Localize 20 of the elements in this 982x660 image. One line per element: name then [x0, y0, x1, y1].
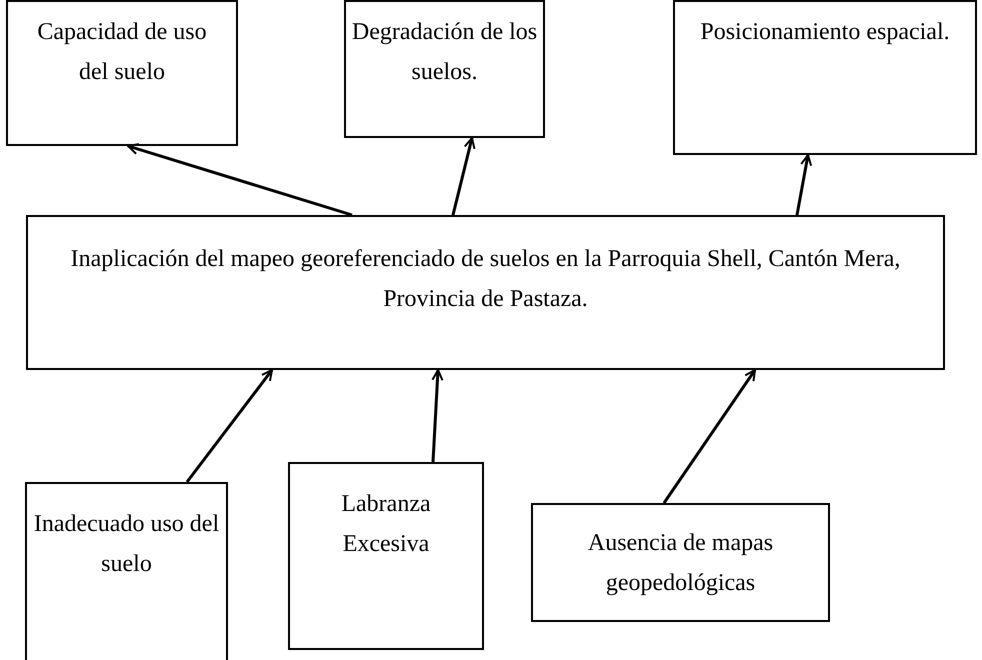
- box-label: Labranza Excesiva: [340, 490, 432, 559]
- text-box: [288, 462, 484, 650]
- box-label: Degradación de los suelos.: [350, 18, 538, 87]
- text-box: [673, 0, 977, 155]
- text-box: [6, 0, 238, 146]
- text-box: [344, 0, 545, 138]
- arrow: [452, 137, 476, 216]
- box-label: Inaplicación del mapeo georeferenciado de suelos en la Parroquia Shell, Cantón Mera, Provincia de Pastaza.: [70, 245, 902, 314]
- arrow: [186, 369, 274, 483]
- arrow: [431, 369, 444, 462]
- text-box: [531, 503, 830, 622]
- text-box: [25, 482, 228, 660]
- box-label: Inadecuado uso del suelo: [32, 510, 220, 579]
- box-label: Posicionamiento espacial.: [700, 18, 950, 47]
- box-label: Capacidad de uso del suelo: [36, 18, 208, 87]
- arrow: [662, 369, 756, 504]
- arrow: [127, 143, 352, 216]
- box-label: Ausencia de mapas geopedológicas: [586, 529, 774, 598]
- arrow: [796, 154, 812, 216]
- text-box: [26, 215, 945, 370]
